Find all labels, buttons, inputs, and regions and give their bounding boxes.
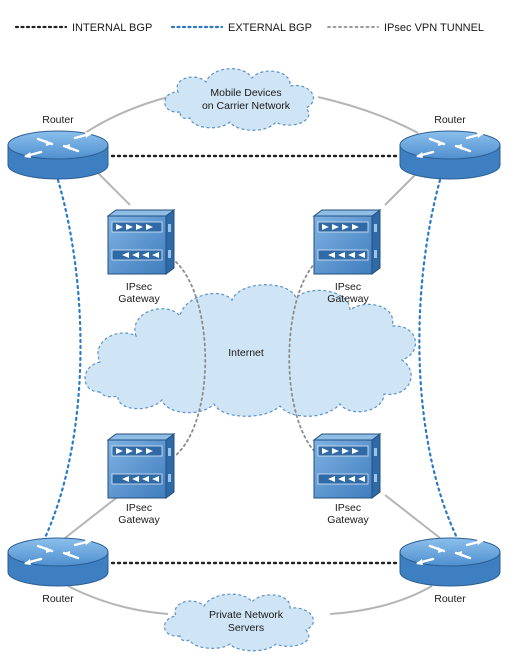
ipsec-tunnel-links	[175, 261, 319, 456]
gateway-bottom-right-label-line2: Gateway	[327, 514, 369, 526]
mobile-cloud-label-line2: on Carrier Network	[202, 100, 291, 112]
router-arrows-icon	[24, 539, 92, 565]
router-bottom-left	[7, 537, 109, 587]
legend-ipsec-tunnel-label: IPsec VPN TUNNEL	[384, 22, 484, 34]
router-bottom-right	[399, 537, 501, 587]
external-bgp-links	[42, 178, 460, 542]
legend-internal-bgp-label: INTERNAL BGP	[72, 22, 152, 34]
private-cloud-label-line1: Private Network	[209, 609, 284, 621]
router-bottom-right-label: Router	[434, 593, 466, 605]
gateway-arrows-icon	[322, 224, 365, 258]
gateway-bottom-left-label-line2: Gateway	[118, 514, 160, 526]
link-gateway-bl-to-router-bl	[64, 494, 121, 539]
mobile-devices-cloud: Mobile Devices on Carrier Network	[164, 68, 314, 131]
ipsec-gateway-bottom-right	[312, 433, 382, 499]
link-router-tr-to-gateway-tr	[384, 169, 421, 206]
router-top-left	[7, 130, 109, 180]
ipsec-gateway-top-right	[312, 209, 382, 275]
ebgp-left	[42, 178, 82, 542]
physical-links	[64, 96, 441, 615]
private-network-cloud: Private Network Servers	[163, 593, 314, 652]
router-arrows-icon	[416, 539, 484, 565]
gateway-top-left-label-line2: Gateway	[118, 293, 160, 305]
private-cloud-label-line2: Servers	[228, 622, 264, 634]
link-mobile-cloud-to-router-tr	[317, 96, 419, 134]
gateway-top-right-label-line1: IPsec	[335, 281, 361, 293]
ipsec-gateway-bottom-left	[106, 433, 176, 499]
link-router-tl-to-gateway-tl	[94, 169, 131, 206]
mobile-cloud-label-line1: Mobile Devices	[210, 87, 281, 99]
internet-cloud-label: Internet	[228, 347, 264, 359]
gateway-arrows-icon	[116, 224, 159, 258]
ebgp-right	[418, 178, 460, 542]
link-gateway-br-to-router-br	[384, 494, 441, 539]
legend-external-bgp-label: EXTERNAL BGP	[228, 22, 312, 34]
ipsec-gateway-top-left	[106, 209, 176, 275]
ipsec-tunnel-left	[175, 261, 207, 456]
gateway-top-left-label-line1: IPsec	[126, 281, 152, 293]
router-bottom-left-label: Router	[42, 593, 74, 605]
router-top-left-label: Router	[42, 114, 74, 126]
router-top-right-label: Router	[434, 114, 466, 126]
legend: INTERNAL BGP EXTERNAL BGP IPsec VPN TUNN…	[14, 22, 484, 34]
router-top-right	[399, 130, 501, 180]
gateway-arrows-icon	[116, 448, 159, 482]
router-arrows-icon	[24, 132, 92, 158]
link-router-bl-to-private-cloud	[67, 585, 169, 615]
link-router-tl-to-mobile-cloud	[84, 96, 169, 134]
gateway-top-right-label-line2: Gateway	[327, 293, 369, 305]
link-private-cloud-to-router-br	[329, 585, 433, 615]
gateway-bottom-right-label-line1: IPsec	[335, 502, 361, 514]
router-arrows-icon	[416, 132, 484, 158]
internal-bgp-links	[110, 154, 400, 565]
gateway-bottom-left-label-line1: IPsec	[126, 502, 152, 514]
internet-cloud: Internet	[84, 284, 417, 417]
gateway-arrows-icon	[322, 448, 365, 482]
